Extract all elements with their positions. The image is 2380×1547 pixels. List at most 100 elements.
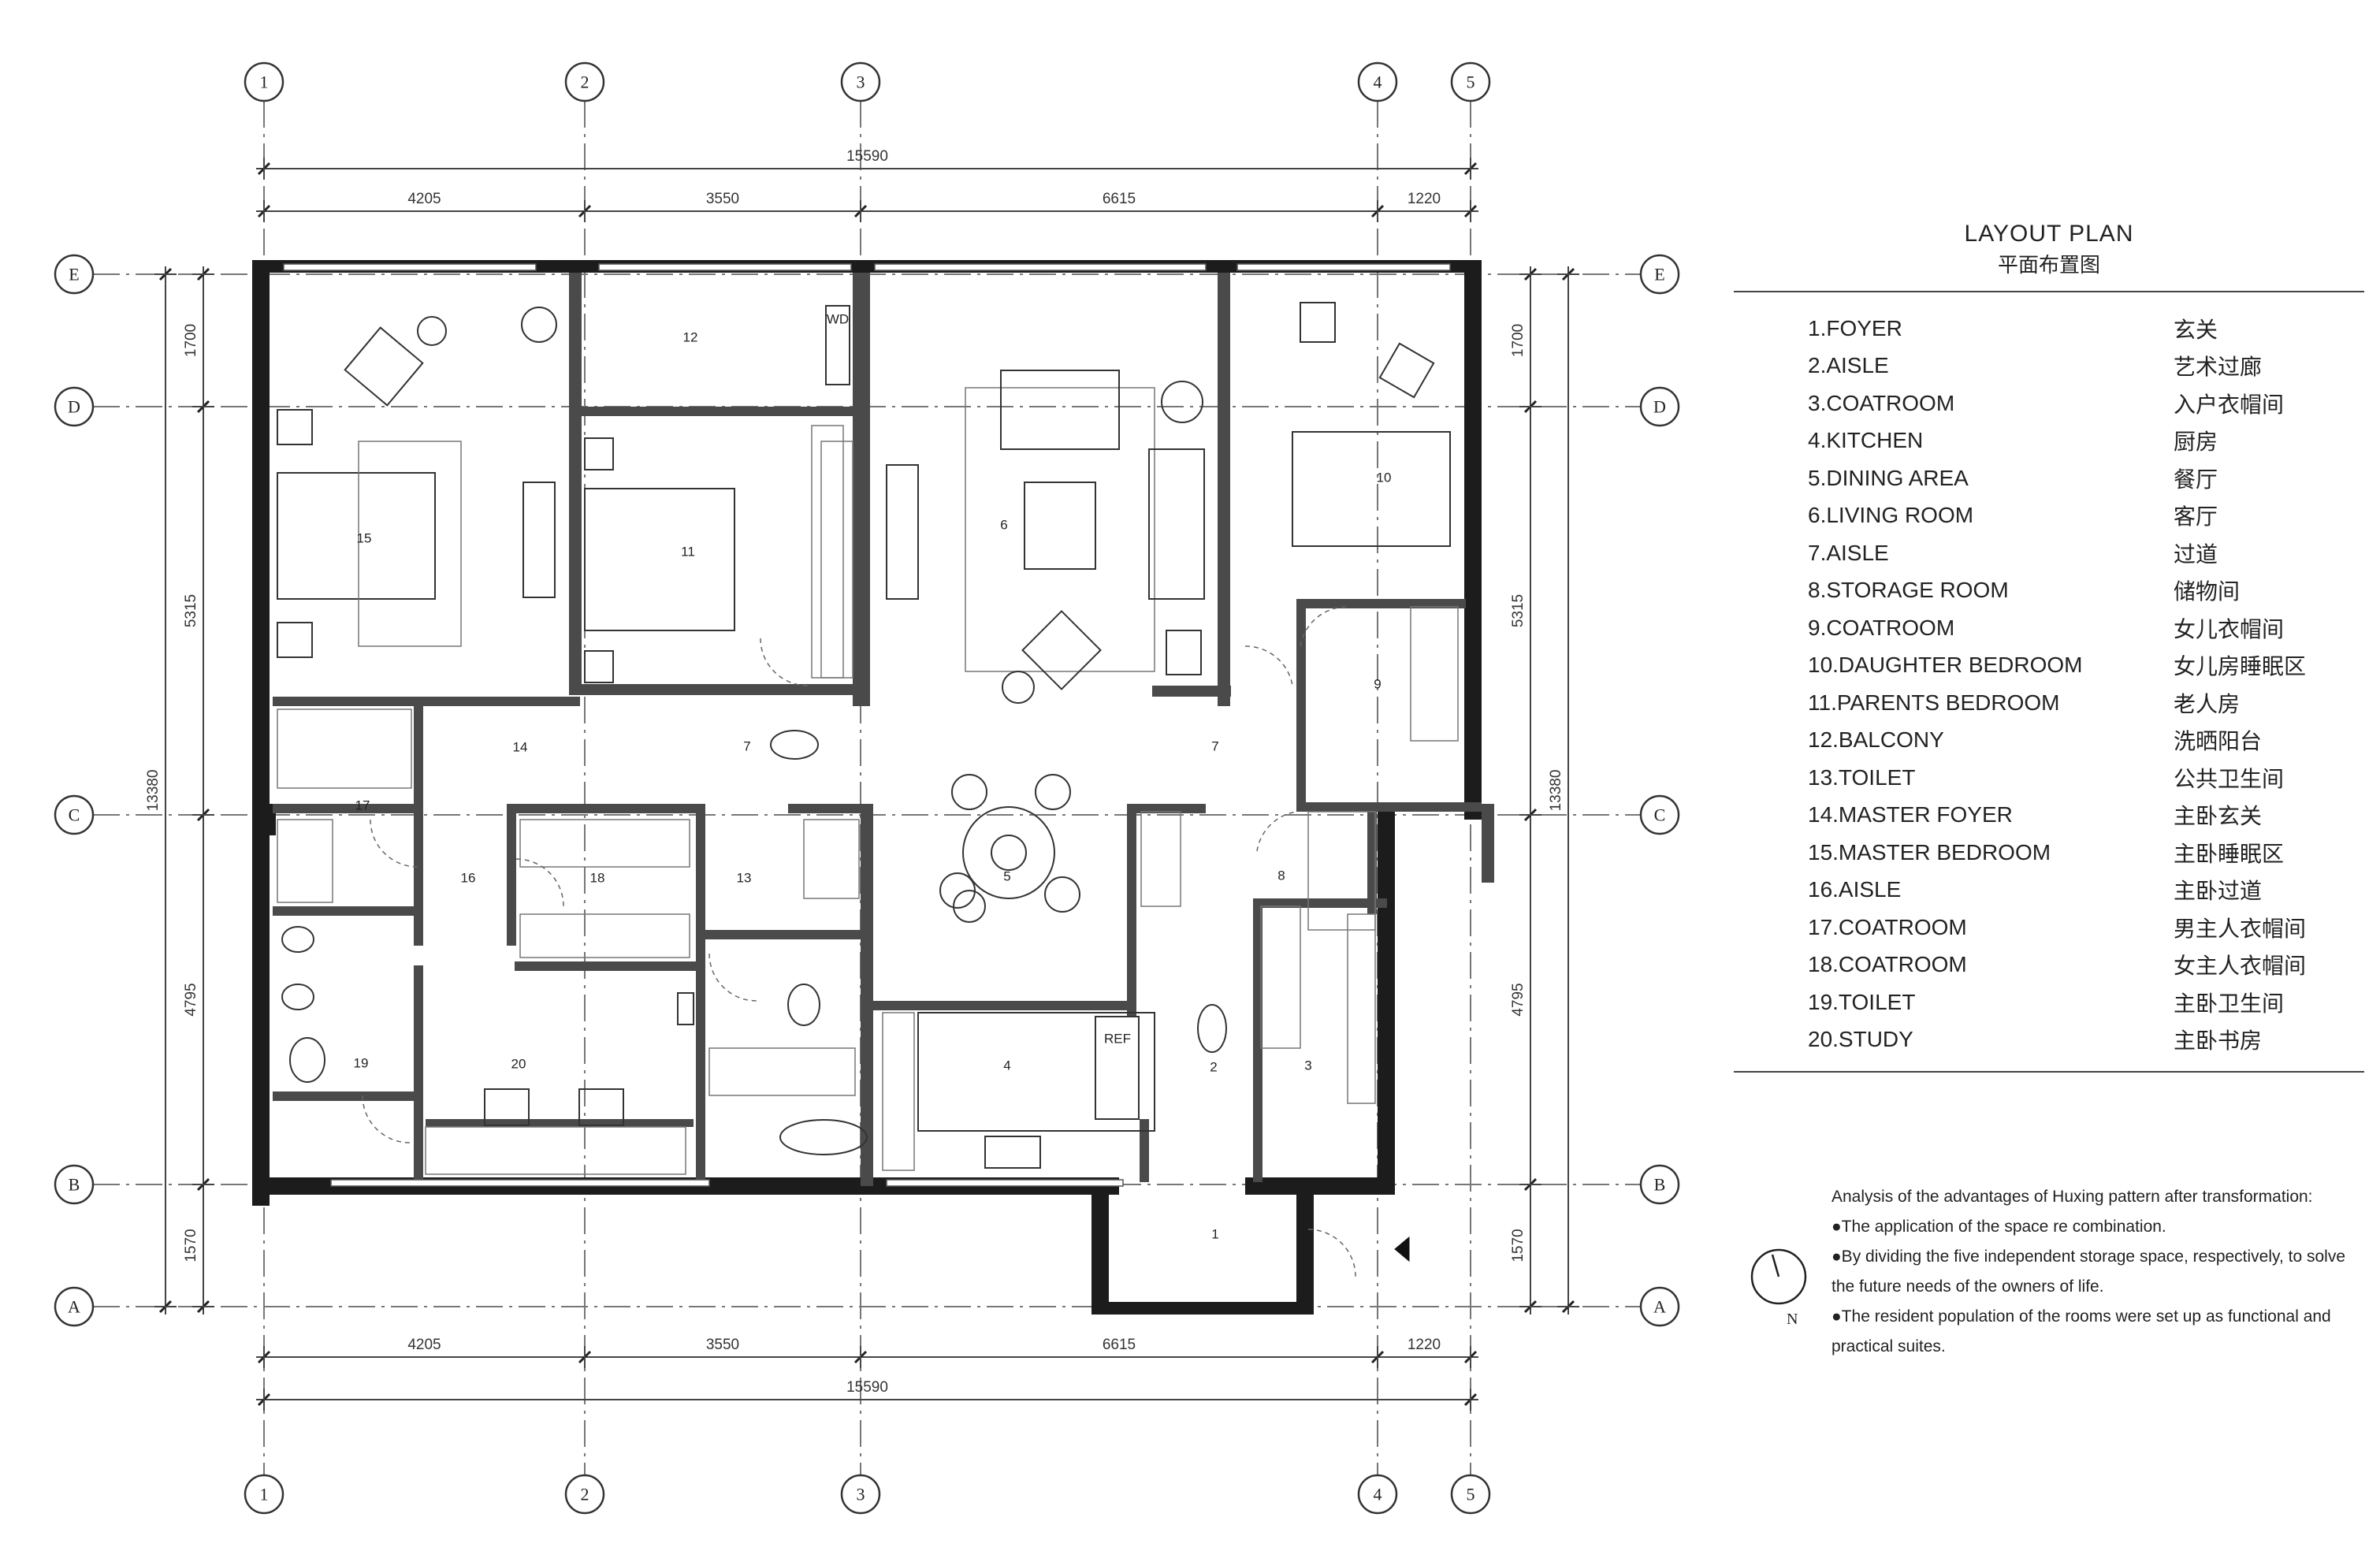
legend-item-zh: 女主人衣帽间	[2174, 954, 2307, 979]
wall-segment	[426, 1119, 694, 1127]
side-table	[1002, 671, 1035, 704]
wall-segment	[1127, 804, 1136, 1017]
room-number-17: 17	[355, 798, 370, 813]
axis-bottom-3-circle	[840, 1474, 881, 1515]
armchair	[1021, 610, 1102, 690]
legend-item-en: 10.DAUGHTER BEDROOM	[1808, 653, 2083, 678]
axis-bottom-5-circle	[1450, 1474, 1491, 1515]
legend-item-en: 17.COATROOM	[1808, 914, 1967, 939]
wall-segment	[1253, 898, 1387, 908]
wall-segment	[1127, 804, 1206, 813]
legend-item-zh: 主卧过道	[2174, 879, 2263, 904]
furniture	[277, 302, 1459, 1277]
wall-segment	[1253, 898, 1263, 1182]
entry-door-swing	[1307, 1229, 1356, 1277]
wall-segment	[569, 273, 582, 690]
axis-left-B-label: B	[69, 1175, 80, 1195]
legend-item-zh: 厨房	[2174, 430, 2218, 455]
axis-bottom-1-label: 1	[260, 1485, 269, 1504]
wall-segment	[273, 906, 415, 916]
legend-title: LAYOUT PLAN	[1964, 221, 2134, 247]
study-desk	[425, 1126, 686, 1175]
axis-top-5-circle	[1450, 61, 1491, 102]
wall-segment	[1140, 1119, 1149, 1182]
axis-right-A-label: A	[1653, 1297, 1666, 1317]
nightstand	[277, 622, 313, 658]
axis-bottom-1-circle	[244, 1474, 284, 1515]
dining-chair	[1044, 876, 1080, 913]
master-dresser	[522, 482, 556, 598]
dim-right-seg-value: 1570	[1510, 1229, 1527, 1262]
master-rug	[358, 441, 462, 647]
nightstand	[584, 650, 614, 683]
dim-top-seg-value: 4205	[407, 191, 441, 207]
stool	[1166, 630, 1202, 675]
axis-top-3-circle	[840, 61, 881, 102]
axis-left-A-circle	[54, 1286, 95, 1327]
room-number-9: 9	[1374, 677, 1381, 692]
legend-item-en: 16.AISLE	[1808, 877, 1902, 902]
analysis-notes: Analysis of the advantages of Huxing pat…	[1831, 1182, 2367, 1362]
dim-right-seg-value: 5315	[1510, 594, 1527, 627]
fridge	[1095, 1016, 1140, 1120]
dim-right-total-value: 13380	[1548, 770, 1564, 812]
legend-item-zh: 入户衣帽间	[2174, 392, 2285, 417]
door-swing	[1300, 606, 1348, 647]
legend-item-zh: 客厅	[2174, 504, 2218, 530]
person-figure-icon	[770, 730, 819, 760]
legend-item-en: 1.FOYER	[1808, 315, 1902, 340]
legend-item-en: 6.LIVING ROOM	[1808, 503, 1974, 528]
legend-item-en: 14.MASTER FOYER	[1808, 802, 2013, 827]
wall-segment	[252, 804, 276, 835]
window	[874, 263, 1207, 271]
dining-chair	[939, 872, 976, 909]
legend-item-en: 8.STORAGE ROOM	[1808, 578, 2009, 603]
axis-right-D-label: D	[1653, 397, 1666, 417]
door-swing	[760, 638, 809, 686]
room-number-16: 16	[461, 871, 476, 886]
dining-chair	[1035, 774, 1071, 810]
axis-left-D-label: D	[68, 397, 80, 417]
door-swing	[370, 819, 418, 868]
axis-bottom-3-label: 3	[857, 1485, 865, 1504]
wall-segment	[1378, 804, 1395, 1190]
note-line: Analysis of the advantages of Huxing pat…	[1831, 1188, 2313, 1206]
wardrobe-rack	[519, 913, 690, 958]
legend-item: 17.COATROOM 男主人衣帽间	[1808, 909, 2364, 946]
legend-item-zh: 男主人衣帽间	[2174, 916, 2307, 941]
room-number-18: 18	[590, 871, 605, 886]
wall-segment	[414, 701, 423, 946]
room-number-15: 15	[357, 531, 372, 546]
shower	[803, 819, 860, 899]
axis-right-E-circle	[1639, 254, 1680, 295]
basin	[281, 984, 314, 1010]
note-line: practical suites.	[1831, 1337, 1946, 1355]
axis-bottom-5-label: 5	[1467, 1485, 1475, 1504]
axis-top-2-label: 2	[581, 73, 589, 92]
sink	[984, 1136, 1041, 1169]
legend-item-en: 12.BALCONY	[1808, 727, 1944, 753]
wall-segment	[273, 697, 580, 706]
wall-segment	[1296, 599, 1306, 812]
wall-segment	[507, 804, 696, 813]
window	[330, 1179, 710, 1187]
legend-item-zh: 艺术过廊	[2174, 355, 2263, 380]
dim-bottom-seg-value: 1220	[1408, 1337, 1441, 1353]
washer-dryer	[825, 305, 850, 385]
compass-label: N	[1787, 1311, 1798, 1328]
wardrobe-rack	[277, 819, 333, 903]
wardrobe-rack	[277, 708, 412, 789]
legend-top-rule	[1734, 291, 2364, 292]
door-swing	[1256, 811, 1297, 852]
wall-segment	[252, 260, 270, 1206]
study-chair	[484, 1088, 530, 1126]
